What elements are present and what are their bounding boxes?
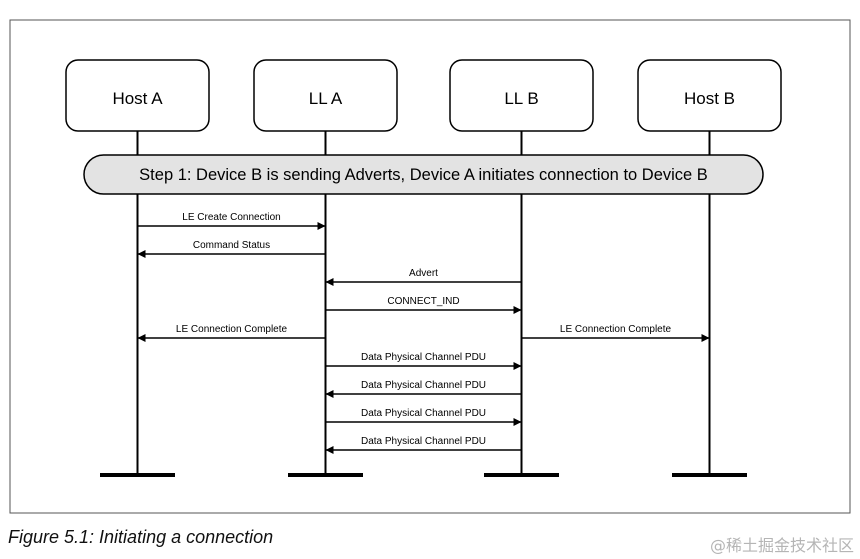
participant-ll-a: LL A bbox=[253, 59, 398, 132]
message-data-pdu-4: Data Physical Channel PDU bbox=[325, 436, 522, 454]
sequence-diagram: Host A LL A LL B Host B Step 1: Device B… bbox=[9, 19, 851, 514]
message-label: LE Connection Complete bbox=[560, 324, 672, 335]
message-label: LE Connection Complete bbox=[176, 324, 288, 335]
step-label: Step 1: Device B is sending Adverts, Dev… bbox=[139, 166, 708, 184]
message-le-connection-complete-a: LE Connection Complete bbox=[137, 324, 326, 342]
message-command-status: Command Status bbox=[137, 240, 326, 258]
message-le-connection-complete-b: LE Connection Complete bbox=[521, 324, 710, 342]
watermark: @稀土掘金技术社区 bbox=[709, 536, 854, 555]
message-advert: Advert bbox=[325, 268, 522, 286]
message-data-pdu-2: Data Physical Channel PDU bbox=[325, 380, 522, 398]
message-label: Advert bbox=[409, 268, 438, 279]
message-label: Data Physical Channel PDU bbox=[361, 380, 486, 391]
message-label: Data Physical Channel PDU bbox=[361, 352, 486, 363]
step-banner: Step 1: Device B is sending Adverts, Dev… bbox=[83, 154, 764, 195]
message-label: Command Status bbox=[193, 240, 270, 251]
message-le-create-connection: LE Create Connection bbox=[137, 212, 326, 230]
message-label: LE Create Connection bbox=[182, 212, 280, 223]
message-label: CONNECT_IND bbox=[387, 296, 459, 307]
diagram-frame bbox=[9, 19, 851, 514]
message-data-pdu-1: Data Physical Channel PDU bbox=[325, 352, 522, 370]
messages: LE Create Connection Command Status Adve… bbox=[137, 212, 710, 454]
participant-label: LL A bbox=[309, 89, 343, 108]
message-label: Data Physical Channel PDU bbox=[361, 408, 486, 419]
figure-caption: Figure 5.1: Initiating a connection bbox=[8, 527, 274, 547]
participant-host-b: Host B bbox=[637, 59, 782, 132]
message-label: Data Physical Channel PDU bbox=[361, 436, 486, 447]
participant-ll-b: LL B bbox=[449, 59, 594, 132]
participant-label: LL B bbox=[504, 89, 538, 108]
participant-label: Host A bbox=[112, 89, 163, 108]
message-connect-ind: CONNECT_IND bbox=[325, 296, 522, 314]
participant-label: Host B bbox=[684, 89, 735, 108]
message-data-pdu-3: Data Physical Channel PDU bbox=[325, 408, 522, 426]
participant-host-a: Host A bbox=[65, 59, 210, 132]
